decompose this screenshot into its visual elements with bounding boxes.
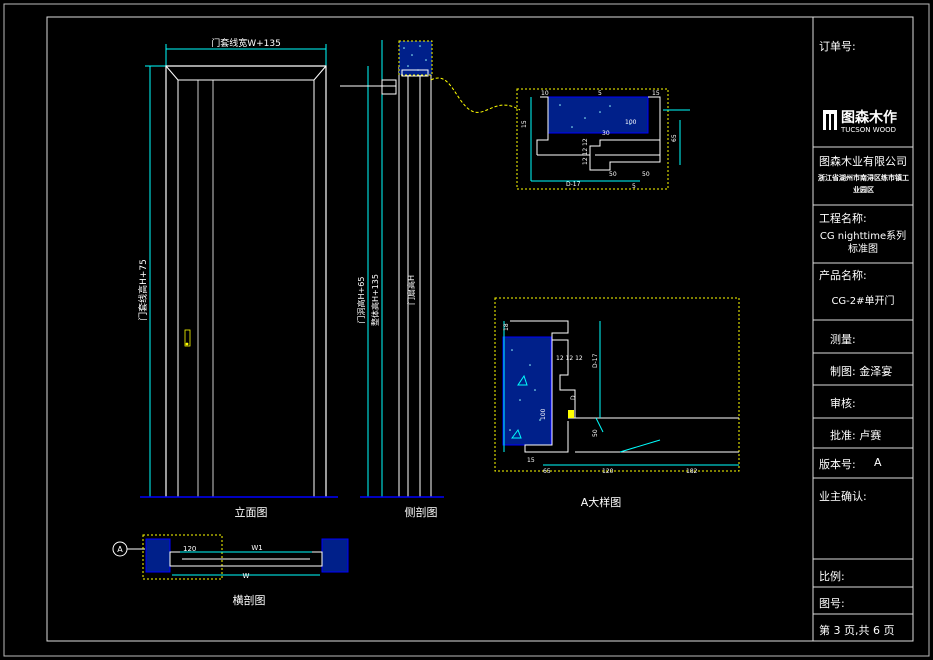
sheet-inner-border (46, 16, 914, 642)
project-value-2: 标准图 (848, 244, 878, 255)
a-detail-dim-120: 120 (602, 468, 614, 475)
top-detail-dim-100: 100 (625, 119, 637, 126)
top-detail-wall-hatch (547, 96, 649, 134)
elevation-left-dim-text: 门套线高H+75 (137, 259, 149, 321)
cross-dim-w1: W1 (251, 544, 262, 552)
a-detail-dim-18: 18 (503, 323, 510, 331)
company-name: 图森木业有限公司 (819, 155, 907, 168)
version-label: 版本号: (819, 458, 856, 471)
top-detail-dim-65: 65 (671, 134, 678, 142)
top-detail-dim-50a: 50 (609, 171, 617, 178)
version-value: A (874, 456, 882, 469)
side-section-label: 侧剖图 (405, 505, 438, 519)
top-detail-dim-15b: 15 (521, 120, 528, 128)
detail-marker-box (381, 79, 397, 95)
company-address: 浙江省湖州市南浔区练市镇工业园区 (818, 174, 909, 194)
door-handle-icon (184, 329, 191, 347)
side-section-view: 门洞高H+65 整体高H+135 门扇高H 侧剖图 (340, 40, 521, 519)
elevation-view-label: 立面图 (235, 505, 268, 519)
review-label: 审核: (830, 397, 856, 410)
cross-section-label: 横剖图 (233, 593, 266, 607)
a-detail-view: 18 12 12 12 D-17 D 50 100 15 65 120 182 … (494, 297, 740, 509)
top-detail-dim-30: 30 (602, 130, 610, 137)
door-frame-outer (165, 65, 327, 497)
product-label: 产品名称: (819, 269, 867, 282)
side-dim-1-text: 门洞高H+65 (356, 277, 366, 324)
drawing-no-label: 图号: (819, 597, 845, 610)
approve-label: 批准: 卢赛 (830, 429, 882, 442)
cross-wall-left (145, 538, 171, 573)
a-detail-dim-100: 100 (540, 408, 547, 420)
detail-leader-curve (430, 77, 521, 113)
frame-miter-right (313, 65, 327, 81)
measure-label: 测量: (830, 333, 856, 346)
product-value: CG-2#单开门 (831, 296, 895, 307)
top-detail-dim-50b: 50 (642, 171, 650, 178)
drawn-label: 制图: 金泽宴 (830, 365, 893, 378)
top-detail-view: 10 5 15 100 30 50 50 D-17 5 65 12 12 12 … (516, 88, 690, 190)
side-wall-hatch (398, 40, 433, 76)
elevation-top-dim-text: 门套线宽W+135 (211, 37, 281, 49)
callout-a-letter: A (117, 545, 123, 554)
top-detail-dim-5b: 5 (632, 183, 636, 190)
frame-miter-left (165, 65, 179, 81)
title-block-grid (813, 146, 913, 615)
a-detail-dim-d: D (570, 395, 577, 400)
a-detail-wall-hatch (502, 336, 552, 446)
page-count-label: 第 3 页,共 6 页 (819, 624, 895, 637)
a-detail-dim-182: 182 (686, 468, 698, 475)
cross-dim-120: 120 (183, 545, 196, 553)
top-detail-dim-5: 5 (598, 90, 602, 97)
project-value-1: CG nighttime系列 (819, 231, 907, 242)
top-detail-dim-15: 15 (652, 90, 660, 97)
a-detail-dim-65: 65 (543, 468, 551, 475)
scale-label: 比例: (819, 570, 845, 583)
a-detail-label: A大样图 (581, 495, 622, 509)
cross-dim-w: W (243, 572, 250, 580)
owner-confirm-label: 业主确认: (819, 490, 867, 503)
a-detail-dim-50: 50 (592, 429, 599, 437)
top-detail-dim-121212: 12 12 12 (582, 138, 589, 165)
top-detail-dim-10: 10 (541, 90, 549, 97)
tucson-logo-icon (823, 110, 837, 130)
order-no-label: 订单号: (819, 40, 856, 53)
cross-wall-right (321, 538, 349, 573)
side-dim-3-text: 门扇高H (406, 275, 416, 305)
sheet-outer-border (3, 3, 930, 657)
side-dim-2-text: 整体高H+135 (370, 274, 380, 326)
top-detail-dim-d17: D-17 (566, 181, 581, 188)
door-frame-inner (177, 79, 315, 497)
cross-section-view: A 120 W1 W 横剖图 (112, 534, 349, 607)
a-detail-dim-d17: D-17 (592, 353, 599, 368)
a-detail-dim-15: 15 (527, 457, 535, 464)
a-detail-dim-121212: 12 12 12 (556, 355, 583, 362)
logo-brand: 图森木作 (841, 110, 897, 126)
project-label: 工程名称: (819, 212, 867, 225)
logo-sub: TUCSON WOOD (841, 126, 897, 134)
elevation-view: 门套线宽W+135 门套线高H+75 立面图 (137, 37, 338, 519)
